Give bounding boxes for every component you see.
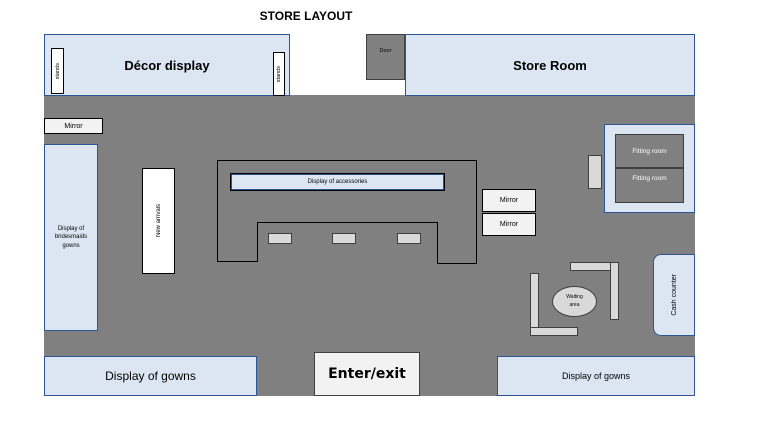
waiting-area: Waiting area — [552, 286, 597, 317]
enter-exit[interactable]: Enter/exit — [314, 352, 420, 396]
stands-right: stands — [273, 52, 285, 96]
gowns-display-left: Display of gowns — [44, 356, 257, 396]
fitting-room-2: Fitting room — [615, 168, 684, 203]
accessory-stand-2 — [332, 233, 356, 244]
fitting-room-bench — [588, 155, 602, 189]
mirror-left-label: Mirror — [64, 122, 83, 130]
accessory-stand-3 — [397, 233, 421, 244]
cash-counter-label: Cash counter — [670, 274, 678, 316]
door-label: Door — [379, 48, 392, 54]
mirror-left: Mirror — [44, 118, 103, 134]
fitting-room-2-label: Fitting room — [632, 175, 667, 182]
gowns-display-right: Display of gowns — [497, 356, 695, 396]
door: Door — [366, 34, 405, 80]
mirror-middle-2: Mirror — [482, 213, 536, 236]
stands-left: stands — [51, 48, 64, 94]
accessories-inner-right — [437, 222, 438, 264]
decor-display-label: Décor display — [124, 57, 210, 73]
mirror-middle-1-label: Mirror — [499, 197, 519, 204]
store-room-label: Store Room — [513, 57, 587, 73]
accessories-label: Display of accessories — [307, 179, 368, 185]
waiting-bench-bottom — [530, 327, 578, 336]
fitting-room-1: Fitting room — [615, 134, 684, 168]
stands-left-label: stands — [54, 62, 61, 80]
accessories-outline-bottom-left — [217, 261, 257, 262]
gowns-right-label: Display of gowns — [561, 371, 631, 381]
bridesmaids-display: Display of bridesmaids gowns — [44, 144, 98, 331]
accessories-inner-left — [257, 222, 258, 262]
accessories-outline-left — [217, 160, 218, 262]
gowns-left-label: Display of gowns — [105, 369, 196, 383]
accessories-inner-top — [257, 222, 438, 223]
fitting-room-1-label: Fitting room — [632, 147, 667, 155]
enter-exit-label: Enter/exit — [328, 366, 406, 382]
accessories-outline-right — [476, 160, 477, 264]
accessories-outline-top — [217, 160, 477, 161]
cash-counter: Cash counter — [653, 254, 695, 336]
accessories-display: Display of accessories — [230, 173, 445, 191]
accessories-outline-bottom-right — [437, 263, 477, 264]
mirror-middle-2-label: Mirror — [499, 221, 519, 228]
decor-display: Décor display — [44, 34, 290, 96]
mirror-middle-1: Mirror — [482, 189, 536, 212]
new-arrivals: New arrivals — [142, 168, 175, 274]
new-arrivals-label: New arrivals — [155, 204, 162, 238]
accessory-stand-1 — [268, 233, 292, 244]
waiting-area-label: Waiting area — [566, 294, 583, 308]
waiting-bench-right — [610, 262, 619, 320]
stands-right-label: stands — [276, 65, 282, 83]
store-room: Store Room — [405, 34, 695, 96]
diagram-title: STORE LAYOUT — [259, 9, 353, 23]
bridesmaids-label: Display of bridesmaids gowns — [54, 225, 88, 249]
